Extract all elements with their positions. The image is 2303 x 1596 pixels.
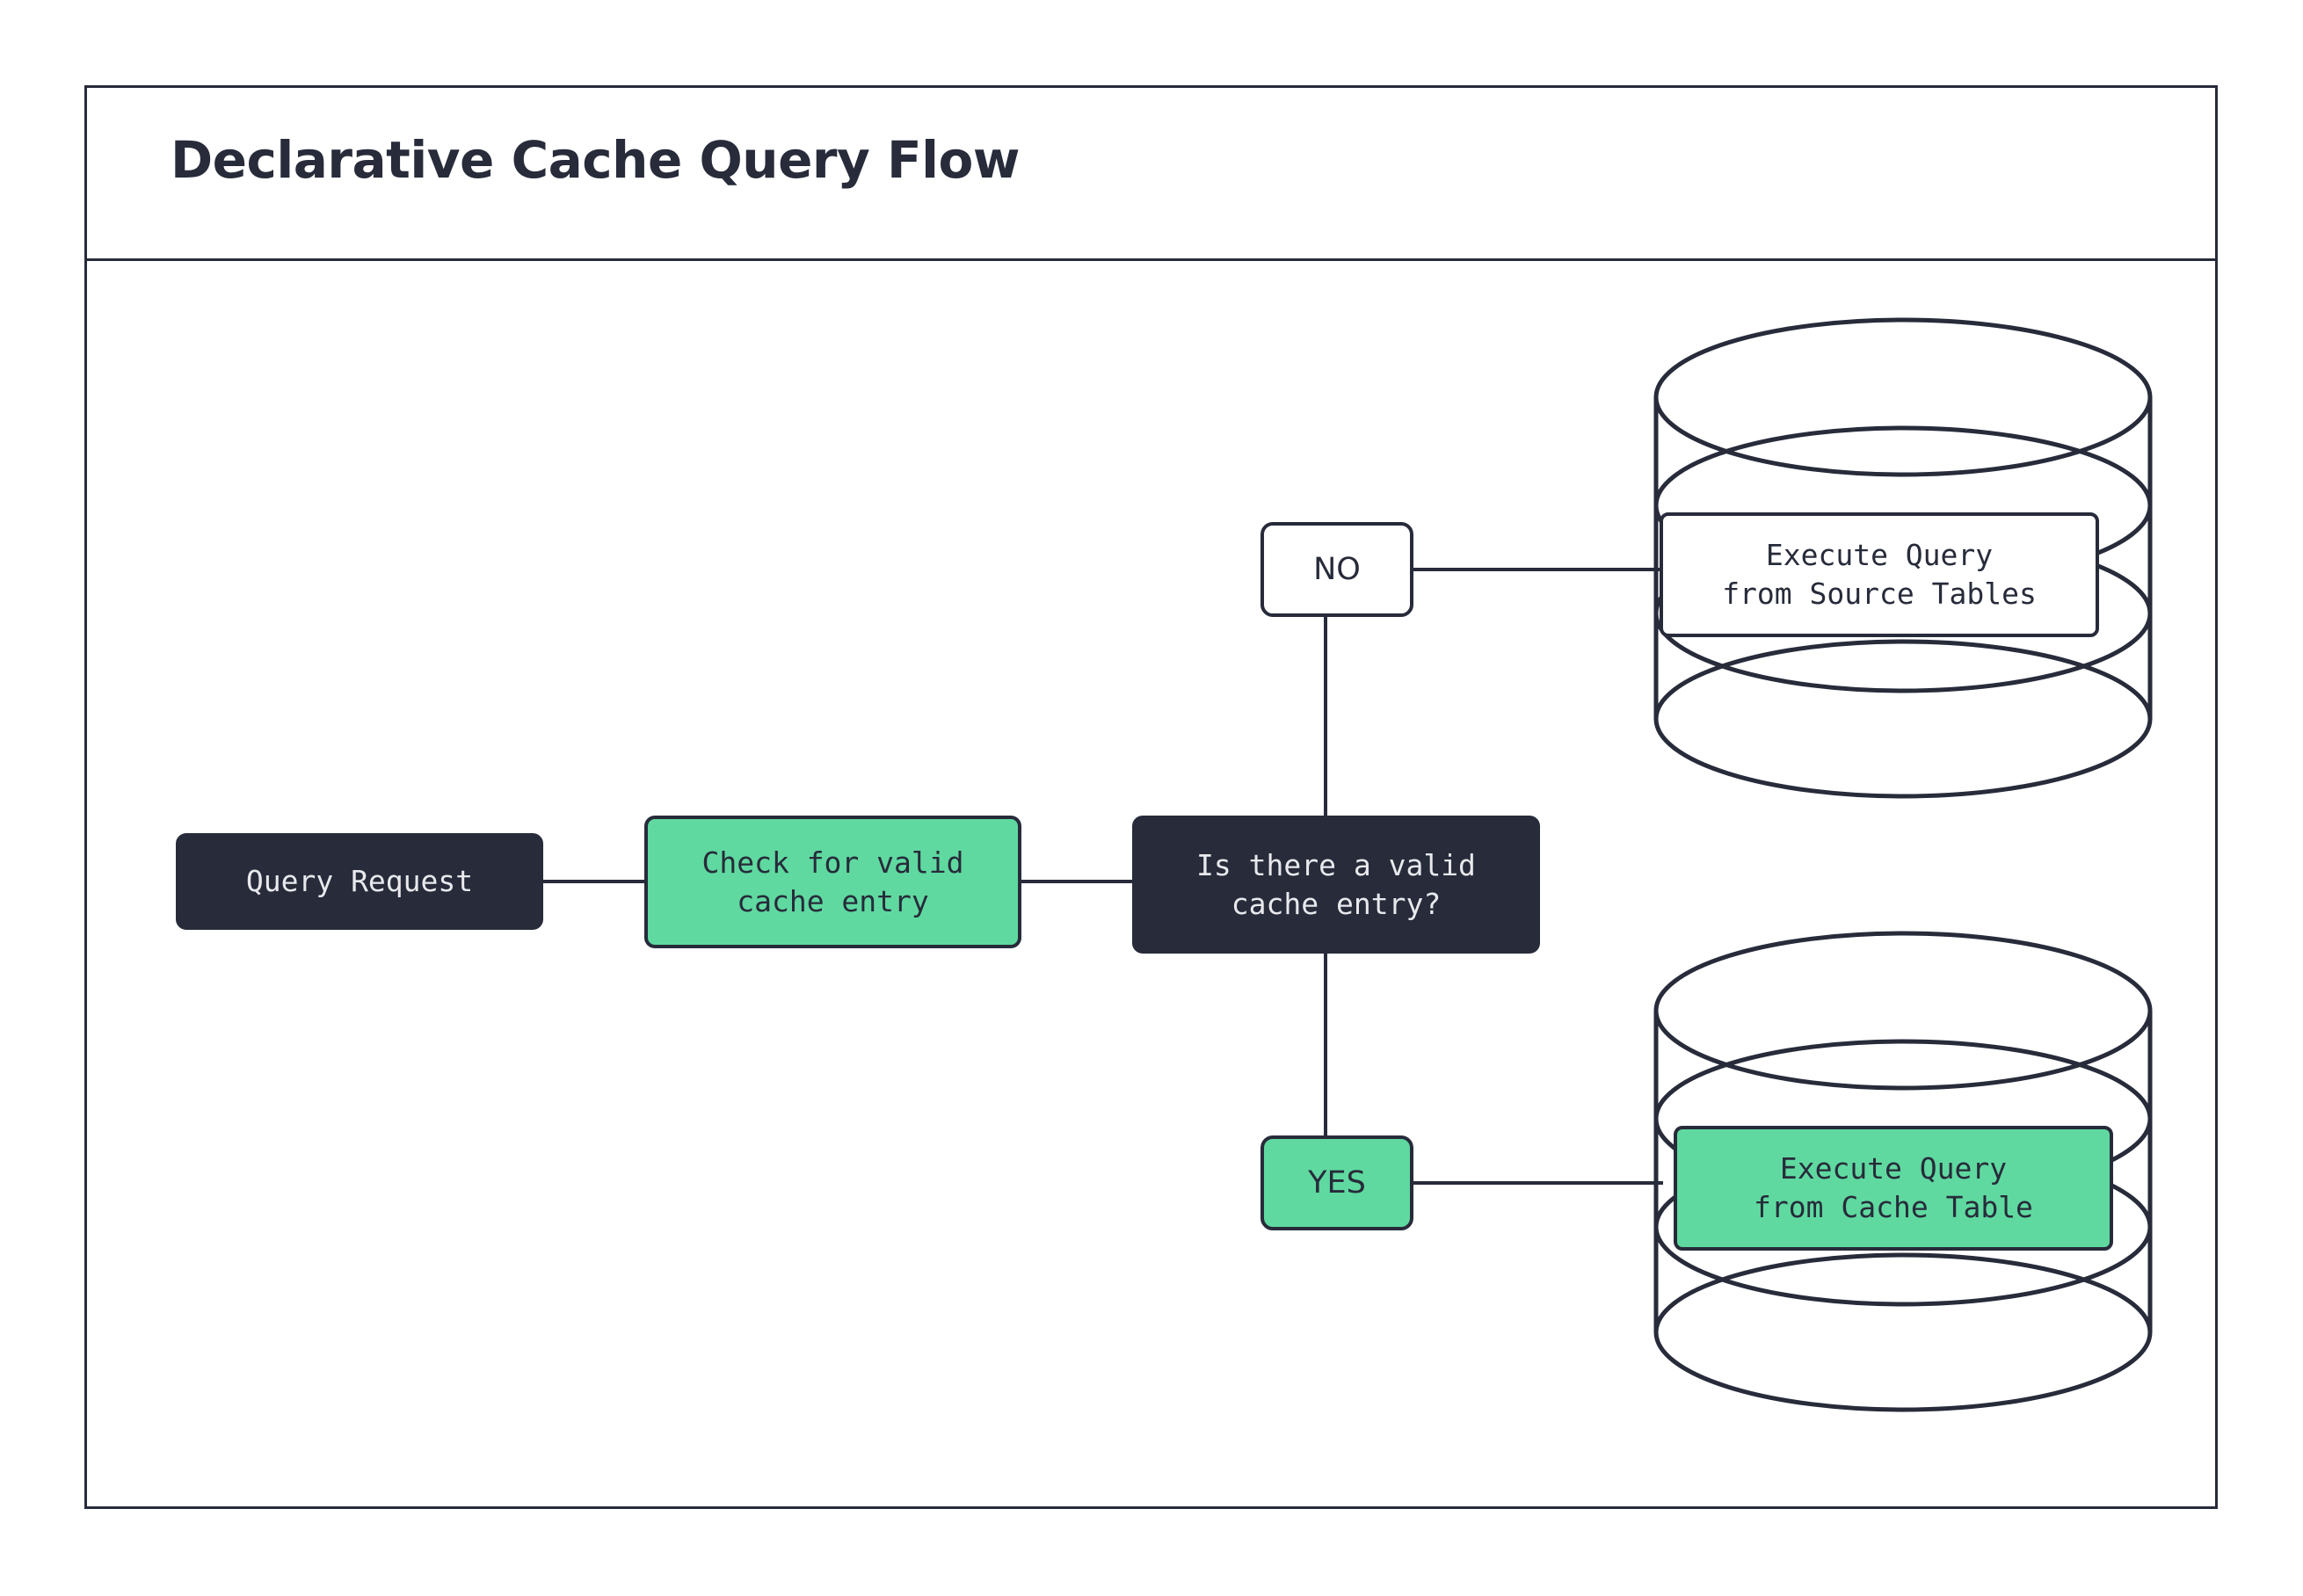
branch-label-yes[interactable]: YES [1260, 1135, 1413, 1230]
cache-database-label: Execute Query from Cache Table [1674, 1126, 2113, 1251]
source-database-label: Execute Query from Source Tables [1660, 512, 2099, 637]
edge-yes-to-cache-db [1410, 1181, 1663, 1185]
cache-database-cylinder: Execute Query from Cache Table [1653, 930, 2154, 1413]
node-query-request[interactable]: Query Request [176, 833, 543, 930]
source-database-cylinder: Execute Query from Source Tables [1653, 316, 2154, 800]
edge-request-to-check [541, 880, 648, 883]
edge-no-to-source-db [1410, 568, 1663, 571]
branch-label-no[interactable]: NO [1260, 522, 1413, 617]
edge-decision-to-yes [1324, 951, 1327, 1139]
diagram-title-bar [84, 85, 2218, 261]
page-title: Declarative Cache Query Flow [171, 130, 1020, 190]
node-check-cache-entry[interactable]: Check for valid cache entry [644, 816, 1021, 948]
edge-decision-to-no [1324, 613, 1327, 819]
edge-check-to-decision [1018, 880, 1136, 883]
node-decision-valid-cache[interactable]: Is there a valid cache entry? [1132, 816, 1540, 954]
